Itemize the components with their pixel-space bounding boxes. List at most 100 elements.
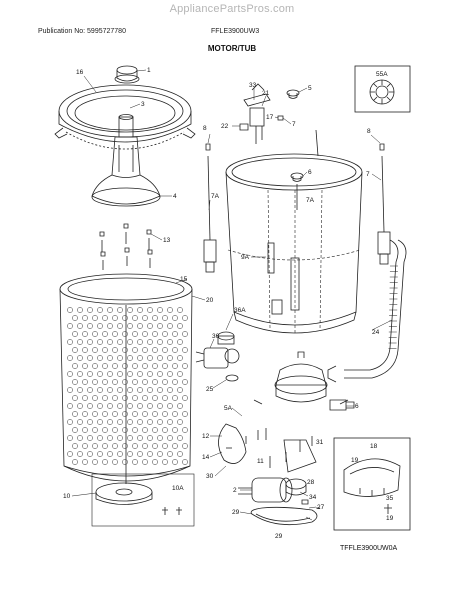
basket-hole — [147, 339, 153, 345]
basket-hole — [102, 315, 108, 321]
inset-55a-box — [354, 65, 411, 113]
basket-hole — [107, 435, 113, 441]
basket-hole — [122, 315, 128, 321]
screw-set — [99, 223, 153, 270]
basket-hole — [157, 451, 163, 457]
basket-hole — [67, 451, 73, 457]
basket-hole — [127, 355, 133, 361]
basket-hole — [162, 331, 168, 337]
watermark: AppliancePartsPros.com — [169, 3, 295, 15]
outer-tub-ribs — [227, 189, 361, 334]
basket-hole — [142, 411, 148, 417]
basket-hole — [152, 315, 158, 321]
basket-hole — [142, 443, 148, 449]
basket-hole — [177, 339, 183, 345]
callout-label: 29 — [275, 533, 283, 540]
drain-hose-part — [327, 239, 407, 383]
basket-hole — [137, 403, 143, 409]
basket-hole — [177, 419, 183, 425]
basket-hole — [87, 371, 93, 377]
callout-label: 9A — [241, 254, 250, 261]
wash-basket-part — [59, 273, 193, 484]
basket-hole — [132, 427, 138, 433]
basket-hole — [72, 395, 78, 401]
basket-hole — [177, 451, 183, 457]
basket-hole — [112, 363, 118, 369]
basket-hole — [137, 371, 143, 377]
callout-label: 34 — [309, 494, 317, 501]
basket-hole — [132, 363, 138, 369]
basket-hole — [157, 323, 163, 329]
basket-hole — [102, 427, 108, 433]
callout-label: 11 — [257, 458, 264, 465]
callout-label: 7 — [292, 121, 296, 128]
basket-hole — [67, 435, 73, 441]
basket-hole — [102, 411, 108, 417]
basket-hole — [152, 331, 158, 337]
inset-caption: TFFLE3900UW0A — [340, 545, 398, 552]
basket-hole — [92, 395, 98, 401]
basket-hole — [87, 451, 93, 457]
basket-hole — [117, 323, 123, 329]
callout-label: 18 — [370, 443, 378, 450]
basket-hole — [77, 387, 83, 393]
basket-hole — [182, 379, 188, 385]
basket-hole — [127, 451, 133, 457]
callout-label: 2 — [233, 487, 237, 494]
basket-hole — [122, 443, 128, 449]
basket-hole — [87, 419, 93, 425]
callout-label: 21 — [262, 90, 270, 97]
basket-hole — [92, 315, 98, 321]
basket-hole — [137, 451, 143, 457]
callout-label: 13 — [163, 237, 171, 244]
basket-hole — [112, 315, 118, 321]
damper-hardware — [277, 89, 304, 182]
basket-hole — [167, 339, 173, 345]
basket-hole — [137, 387, 143, 393]
basket-hole — [142, 459, 148, 465]
basket-hole — [162, 459, 168, 465]
basket-hole — [157, 355, 163, 361]
basket-hole — [87, 323, 93, 329]
basket-hole — [127, 403, 133, 409]
basket-hole — [87, 387, 93, 393]
callout-label: 16 — [76, 69, 84, 76]
basket-hole — [142, 427, 148, 433]
basket-hole — [97, 419, 103, 425]
basket-hole — [122, 459, 128, 465]
basket-hole — [72, 379, 78, 385]
basket-hole — [122, 427, 128, 433]
callout-label: 36A — [234, 307, 246, 314]
basket-hole — [172, 363, 178, 369]
basket-hole — [127, 323, 133, 329]
basket-hole — [72, 331, 78, 337]
callout-label: 33 — [249, 82, 257, 89]
basket-hole — [92, 363, 98, 369]
basket-hole — [112, 379, 118, 385]
basket-hole — [67, 339, 73, 345]
basket-hole — [97, 339, 103, 345]
basket-hole — [172, 443, 178, 449]
basket-hole — [152, 363, 158, 369]
basket-hole — [92, 331, 98, 337]
basket-hole — [122, 379, 128, 385]
basket-hole — [167, 355, 173, 361]
basket-hole — [112, 443, 118, 449]
basket-hole — [67, 323, 73, 329]
callout-label: 28 — [307, 479, 315, 486]
basket-hole — [182, 443, 188, 449]
basket-hole — [147, 435, 153, 441]
transmission-part — [253, 351, 355, 411]
basket-hole — [157, 371, 163, 377]
basket-hole — [142, 395, 148, 401]
basket-hole — [82, 347, 88, 353]
basket-hole — [117, 451, 123, 457]
basket-hole — [177, 387, 183, 393]
basket-hole — [82, 411, 88, 417]
callout-label: 20 — [206, 297, 214, 304]
suspension-rod-left — [203, 143, 217, 273]
basket-hole — [92, 459, 98, 465]
basket-hole — [107, 419, 113, 425]
basket-hole — [122, 331, 128, 337]
basket-hole — [182, 411, 188, 417]
